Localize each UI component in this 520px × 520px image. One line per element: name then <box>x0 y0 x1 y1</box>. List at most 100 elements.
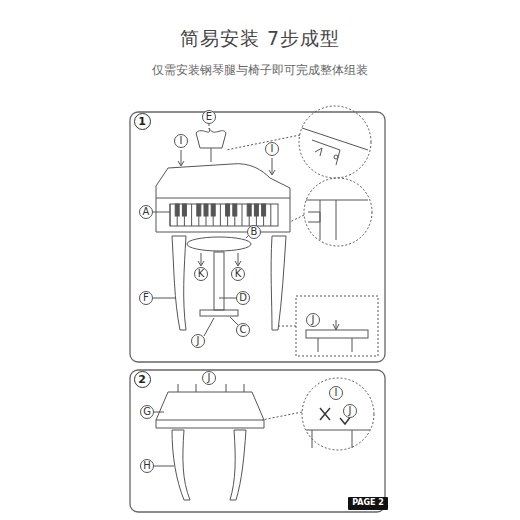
black-key <box>197 204 201 216</box>
music-stand <box>196 128 226 148</box>
arrow-head <box>235 261 241 266</box>
arrow-head <box>333 324 339 330</box>
node-text: I <box>335 388 338 398</box>
node-text: K <box>235 269 242 279</box>
key-line <box>191 204 192 226</box>
detail-box <box>296 296 378 356</box>
callout-letter: C <box>236 323 250 337</box>
key-lines <box>170 204 271 226</box>
callout-letter: A <box>139 205 153 219</box>
detail-parts <box>302 128 368 165</box>
node-text: 1 <box>138 116 146 127</box>
detail-beam <box>306 330 368 338</box>
piano-leg <box>172 236 186 330</box>
leader-line <box>153 298 176 299</box>
step-panel <box>130 370 385 512</box>
piano-front <box>156 198 290 232</box>
node-text: I <box>180 136 183 146</box>
black-key <box>204 204 208 216</box>
stool-post <box>214 252 224 310</box>
black-key <box>262 204 266 216</box>
piano-lid <box>156 164 290 198</box>
node-text: D <box>239 293 247 303</box>
black-key <box>247 204 251 216</box>
node-text: H <box>143 461 151 471</box>
node-text: F <box>143 293 149 303</box>
title: 简易安装 7步成型 <box>180 26 340 52</box>
wrong-mark <box>320 408 330 420</box>
node-text: PAGE 2 <box>352 499 384 507</box>
detail-parts <box>306 200 368 240</box>
screw-arrow <box>181 150 182 165</box>
detail-parts <box>306 430 370 448</box>
callout-letter: I <box>174 134 188 148</box>
detail-arrow <box>315 148 322 156</box>
screw-arrow <box>178 384 244 392</box>
callout-letter: D <box>236 291 251 306</box>
black-key <box>175 204 179 216</box>
leader-line <box>290 215 304 222</box>
arrow-head <box>178 161 184 166</box>
callout-letter: J <box>343 404 357 418</box>
step-panel <box>130 112 385 362</box>
leader-line <box>153 212 170 213</box>
node-text: I <box>271 144 274 154</box>
stool-seat <box>187 237 251 251</box>
callout-letter: J <box>306 313 320 327</box>
key-line <box>170 204 171 226</box>
node-text: J <box>197 336 200 346</box>
callout-letter: I <box>265 142 279 156</box>
black-key <box>254 204 258 216</box>
leader-line <box>153 466 174 467</box>
arrow-head <box>198 261 204 266</box>
black-key <box>233 204 237 216</box>
node-text: J <box>349 406 352 416</box>
keyboard <box>170 204 278 226</box>
node-text: E <box>206 112 212 122</box>
detail-circle <box>304 178 372 246</box>
callout-letter: I <box>329 386 343 400</box>
leader-line <box>209 124 210 126</box>
key-line <box>242 204 243 226</box>
screw-arrow <box>201 253 202 265</box>
black-key <box>182 204 186 216</box>
bench-leg <box>172 430 190 500</box>
bench-top <box>156 392 264 420</box>
screw-arrow <box>238 253 239 265</box>
node-text: 2 <box>138 374 146 385</box>
bench-edge <box>156 420 264 428</box>
screw-arrow <box>272 158 273 174</box>
black-key <box>211 204 215 216</box>
node-text: C <box>240 325 247 335</box>
leader-line <box>204 318 214 336</box>
stool-base <box>200 310 238 316</box>
page-tag: PAGE 2 <box>348 497 388 510</box>
bench-leg <box>230 430 246 500</box>
callout-letter: F <box>139 291 153 305</box>
leader-line <box>230 317 238 325</box>
callout-letter: K <box>231 267 245 281</box>
piano-leg <box>271 236 286 330</box>
leader-line <box>278 326 296 327</box>
detail-parts <box>318 320 352 352</box>
detail-screw <box>334 155 338 159</box>
key-line <box>220 204 221 226</box>
node-text: A <box>143 207 150 217</box>
callout-letter: E <box>202 110 216 124</box>
leader-line <box>226 135 300 150</box>
detail-circle <box>302 378 374 450</box>
step-number: 1 <box>134 113 151 130</box>
detail-circle <box>299 106 371 178</box>
callout-letter: B <box>247 225 261 239</box>
arrow-head <box>269 170 275 175</box>
key-line <box>270 204 271 226</box>
callout-letter: H <box>140 459 155 474</box>
node-text: K <box>198 269 205 279</box>
leader-line <box>262 412 302 420</box>
subtitle: 仅需安装钢琴腿与椅子即可完成整体组装 <box>152 63 368 78</box>
callout-letter: G <box>140 405 155 420</box>
callout-letter: J <box>202 371 216 385</box>
